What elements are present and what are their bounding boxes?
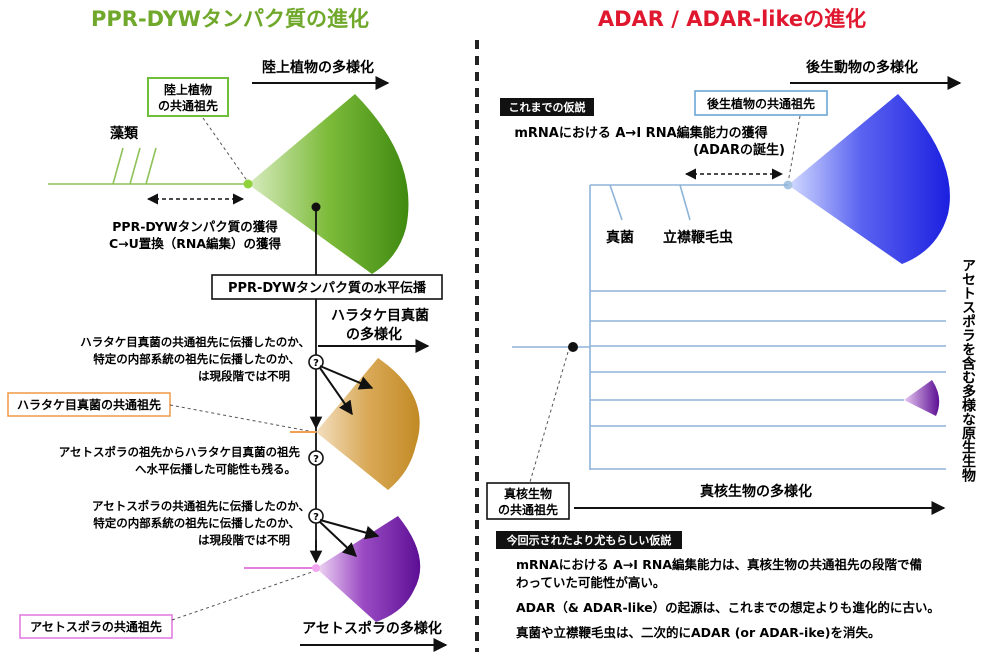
- metazoa-diversification-label: 後生動物の多様化: [806, 59, 918, 76]
- eukaryote-tree: [512, 184, 946, 470]
- eukaryote-ancestor-box: [486, 482, 570, 520]
- new-hypothesis-line-4: 真菌や立襟鞭毛虫は、二次的にADAR (or ADAR-ike)を消失。: [516, 625, 881, 640]
- old-hypothesis-badge: [500, 98, 594, 116]
- aceto-leader-line: [171, 571, 313, 621]
- question2-line-1: アセトスポラの祖先からハラタケ目真菌の祖先: [59, 445, 301, 459]
- question-mark-3: [308, 508, 324, 524]
- question-mark-3-text: ?: [313, 512, 319, 523]
- new-hypothesis-badge: [496, 531, 682, 549]
- basidio-arrow-1: [319, 365, 374, 390]
- question1-line-1: ハラタケ目真菌の共通祖先に伝播したのか、: [80, 335, 310, 349]
- new-hypothesis-badge-label: 今回示されたより尤もらしい仮説: [506, 533, 672, 547]
- old-hypothesis-badge-label: これまでの仮説: [509, 100, 586, 114]
- metazoa-fan: [788, 94, 950, 264]
- algae-label: 藻類: [110, 125, 139, 142]
- algae-branch-3: [145, 147, 157, 185]
- aceto-ancestor-box: [19, 614, 173, 639]
- question-mark-1-text: ?: [313, 358, 319, 369]
- question-mark-2-text: ?: [313, 454, 319, 465]
- metazoa-ancestor-box: [694, 90, 828, 116]
- land-plant-ancestor-label-2: の共通祖先: [158, 98, 218, 113]
- euk-leader-line: [529, 351, 569, 483]
- land-plant-ancestor-box: [147, 77, 229, 117]
- choanoflagellates-label: 立襟鞭毛虫: [663, 229, 733, 246]
- question-mark-2: [308, 450, 324, 466]
- euk-ancestor-label-2: の共通祖先: [498, 502, 558, 517]
- algae-branch-2: [129, 147, 141, 185]
- question3-line-2: 特定の内部系統の祖先に伝播したのか、: [93, 516, 300, 530]
- new-hypothesis-line-3: ADAR（& ADAR-like）の起源は、これまでの想定よりも進化的に古い。: [516, 600, 940, 615]
- aceto-arrow-1: [319, 519, 380, 540]
- question-mark-1: [308, 354, 324, 370]
- land-plants-diversification-label: 陸上植物の多様化: [262, 59, 374, 76]
- new-hypothesis-line-1: mRNAにおける A→I RNA編集能力は、真核生物の共通祖先の段階で備: [516, 557, 923, 572]
- question1-line-3: は現段階では不明: [198, 369, 290, 383]
- basidio-div-label-1: ハラタケ目真菌: [331, 307, 429, 324]
- acetospora-small-fan: [904, 380, 940, 416]
- aceto-arrow-2: [319, 521, 358, 557]
- left-title: PPR-DYWタンパク質の進化: [91, 7, 369, 31]
- fungi-label: 真菌: [606, 229, 634, 246]
- right-title: ADAR / ADAR-likeの進化: [598, 7, 866, 31]
- eukaryote-diversification-label: 真核生物の多様化: [700, 483, 812, 500]
- basidio-arrow-2: [319, 367, 353, 416]
- basidio-leader-line: [169, 404, 315, 433]
- question1-line-2: 特定の内部系統の祖先に伝播したのか、: [93, 352, 300, 366]
- new-hypothesis-line-2: わっていた可能性が高い。: [516, 575, 665, 590]
- basidio-div-label-2: の多様化: [346, 326, 402, 343]
- land-plant-ancestor-node: [243, 179, 253, 189]
- land-plant-ancestor-label-1: 陸上植物: [164, 82, 212, 97]
- old-hypothesis-line-2: (ADARの誕生): [693, 142, 785, 158]
- basidio-fan: [316, 358, 420, 490]
- basidio-ancestor-label: ハラタケ目真菌の共通祖先: [17, 397, 161, 412]
- metazoa-leader-line: [787, 115, 801, 184]
- old-hypothesis-line-1: mRNAにおける A→I RNA編集能力の獲得: [514, 125, 767, 141]
- aceto-ancestor-node: [312, 564, 320, 572]
- algae-branch-1: [112, 147, 124, 185]
- aceto-ancestor-label: アセトスポラの共通祖先: [30, 619, 162, 634]
- hgt-box-label: PPR-DYWタンパク質の水平伝播: [228, 280, 427, 296]
- aceto-fan: [316, 516, 421, 622]
- question3-line-3: は現段階では不明: [198, 533, 290, 547]
- hgt-box: [211, 274, 443, 300]
- question2-line-2: へ水平伝播した可能性も残る。: [135, 462, 296, 476]
- eukaryote-ancestor-node: [568, 342, 578, 352]
- acquisition-text-1: PPR-DYWタンパク質の獲得: [112, 219, 278, 234]
- metazoa-ancestor-label: 後生植物の共通祖先: [707, 96, 815, 111]
- ancestor-leader-line: [202, 117, 249, 183]
- euk-ancestor-label-1: 真核生物: [504, 486, 552, 501]
- question3-line-1: アセトスポラの共通祖先に伝播したのか、: [92, 499, 310, 513]
- basidio-ancestor-box: [7, 392, 171, 417]
- land-plants-fan: [248, 94, 409, 274]
- aceto-diversification-label: アセトスポラの多様化: [302, 620, 442, 637]
- acquisition-text-2: C→U置換（RNA編集）の獲得: [109, 236, 282, 251]
- protists-label: アセトスポラを含む多様な原生生物: [960, 258, 976, 483]
